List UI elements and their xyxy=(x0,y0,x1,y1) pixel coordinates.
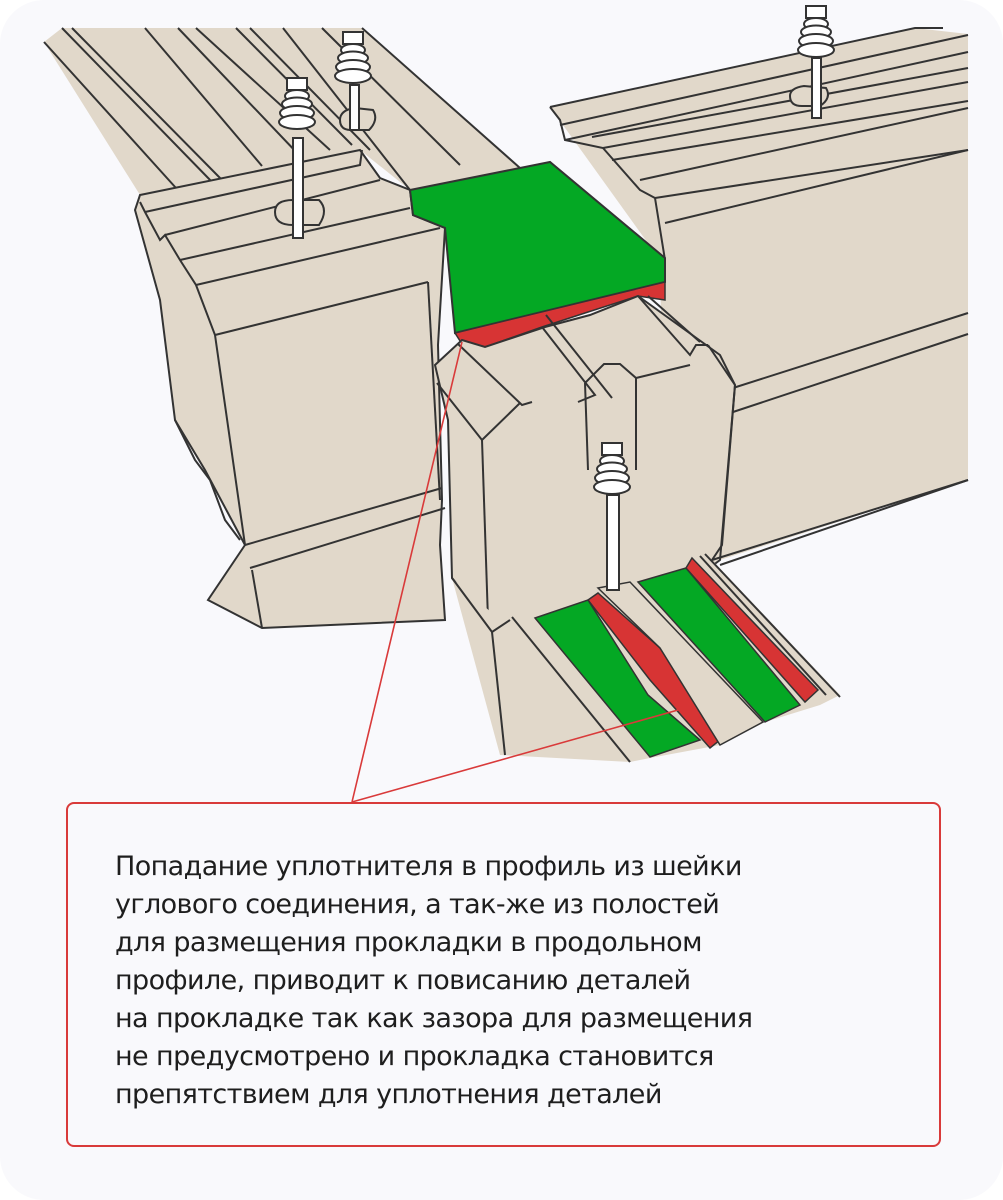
callout-box: Попадание уплотнителя в профиль из шейки… xyxy=(66,802,941,1147)
callout-leaders xyxy=(351,341,679,803)
callout-line: Попадание уплотнителя в профиль из шейки xyxy=(115,851,742,882)
callout-line: препятствием для уплотнения деталей xyxy=(115,1079,662,1110)
callout-line: не предусмотрено и прокладка становится xyxy=(115,1041,714,1072)
callout-line: углового соединения, а так-же из полосте… xyxy=(115,889,720,920)
callout-line: профиле, приводит к повисанию деталей xyxy=(115,965,691,996)
callout-line: для размещения прокладки в продольном xyxy=(115,927,702,958)
right-log xyxy=(549,27,969,566)
corner-neck xyxy=(408,160,737,632)
left-log xyxy=(43,27,521,630)
callout-line: на прокладке так как зазора для размещен… xyxy=(115,1003,753,1034)
spring-dowels xyxy=(278,5,835,591)
callout-text: Попадание уплотнителя в профиль из шейки… xyxy=(115,848,909,1114)
lower-profile xyxy=(451,479,969,763)
